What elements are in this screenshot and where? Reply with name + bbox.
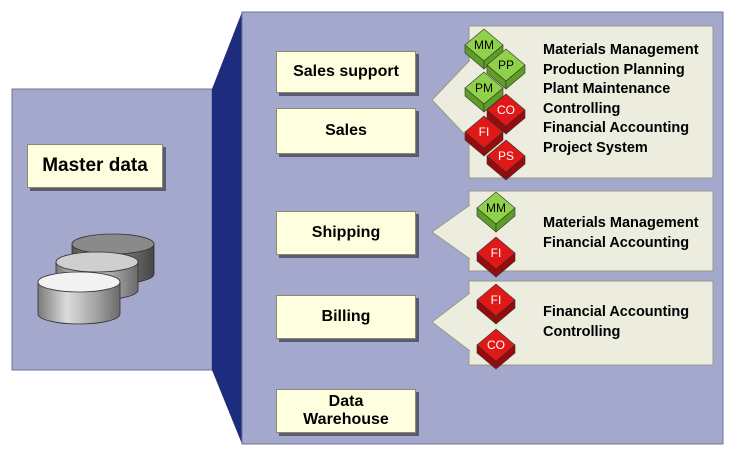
- billing-box: Billing: [276, 295, 416, 339]
- module-badge-mm: MM: [464, 28, 504, 70]
- module-name-label: Controlling: [543, 323, 621, 340]
- module-code-label: MM: [474, 38, 494, 52]
- sales-support-label: Sales support: [293, 63, 399, 80]
- module-name-label: Materials Management: [543, 42, 699, 58]
- module-code-label: PP: [498, 58, 514, 72]
- module-code-label: FI: [479, 125, 490, 139]
- module-badge-co: CO: [486, 93, 526, 135]
- master-panel: [11, 88, 213, 371]
- module-badge-ps: PS: [486, 139, 526, 181]
- module-code-label: PM: [475, 81, 493, 95]
- master-data-box: Master data: [27, 144, 163, 188]
- database-icon: [37, 233, 155, 325]
- sales-support-box: Sales support: [276, 51, 416, 93]
- module-badge-fi: FI: [464, 115, 504, 157]
- module-name-label: Materials Management: [543, 215, 699, 231]
- module-name-label: Financial Accounting: [543, 120, 690, 136]
- data-warehouse-label: Data Warehouse: [303, 393, 389, 428]
- shipping-label: Shipping: [311, 224, 381, 241]
- module-name-label: Production Planning: [543, 61, 685, 78]
- module-name-label: Plant Maintenance: [543, 81, 671, 97]
- module-code-label: MM: [486, 201, 506, 215]
- module-code-label: FI: [491, 293, 502, 307]
- module-name-label: Project System: [543, 139, 648, 156]
- sales-box: Sales: [276, 108, 416, 154]
- module-badge-co: CO: [476, 328, 516, 370]
- data-warehouse-box: Data Warehouse: [276, 389, 416, 433]
- module-badge-mm: MM: [476, 191, 516, 233]
- module-name-label: Controlling: [543, 100, 621, 117]
- module-name-label: Financial Accounting: [543, 234, 690, 251]
- module-code-label: PS: [498, 149, 514, 163]
- master-data-label: Master data: [42, 155, 148, 176]
- module-name-label: Financial Accounting: [543, 304, 690, 320]
- module-code-label: CO: [497, 103, 515, 117]
- funnel-connector: [212, 12, 242, 444]
- billing-label: Billing: [321, 308, 371, 325]
- module-badge-pm: PM: [464, 71, 504, 113]
- sales-label: Sales: [325, 122, 367, 139]
- module-badge-fi: FI: [476, 283, 516, 325]
- shipping-box: Shipping: [276, 211, 416, 255]
- module-badge-fi: FI: [476, 236, 516, 278]
- module-badge-pp: PP: [486, 48, 526, 90]
- module-code-label: CO: [487, 338, 505, 352]
- module-code-label: FI: [491, 246, 502, 260]
